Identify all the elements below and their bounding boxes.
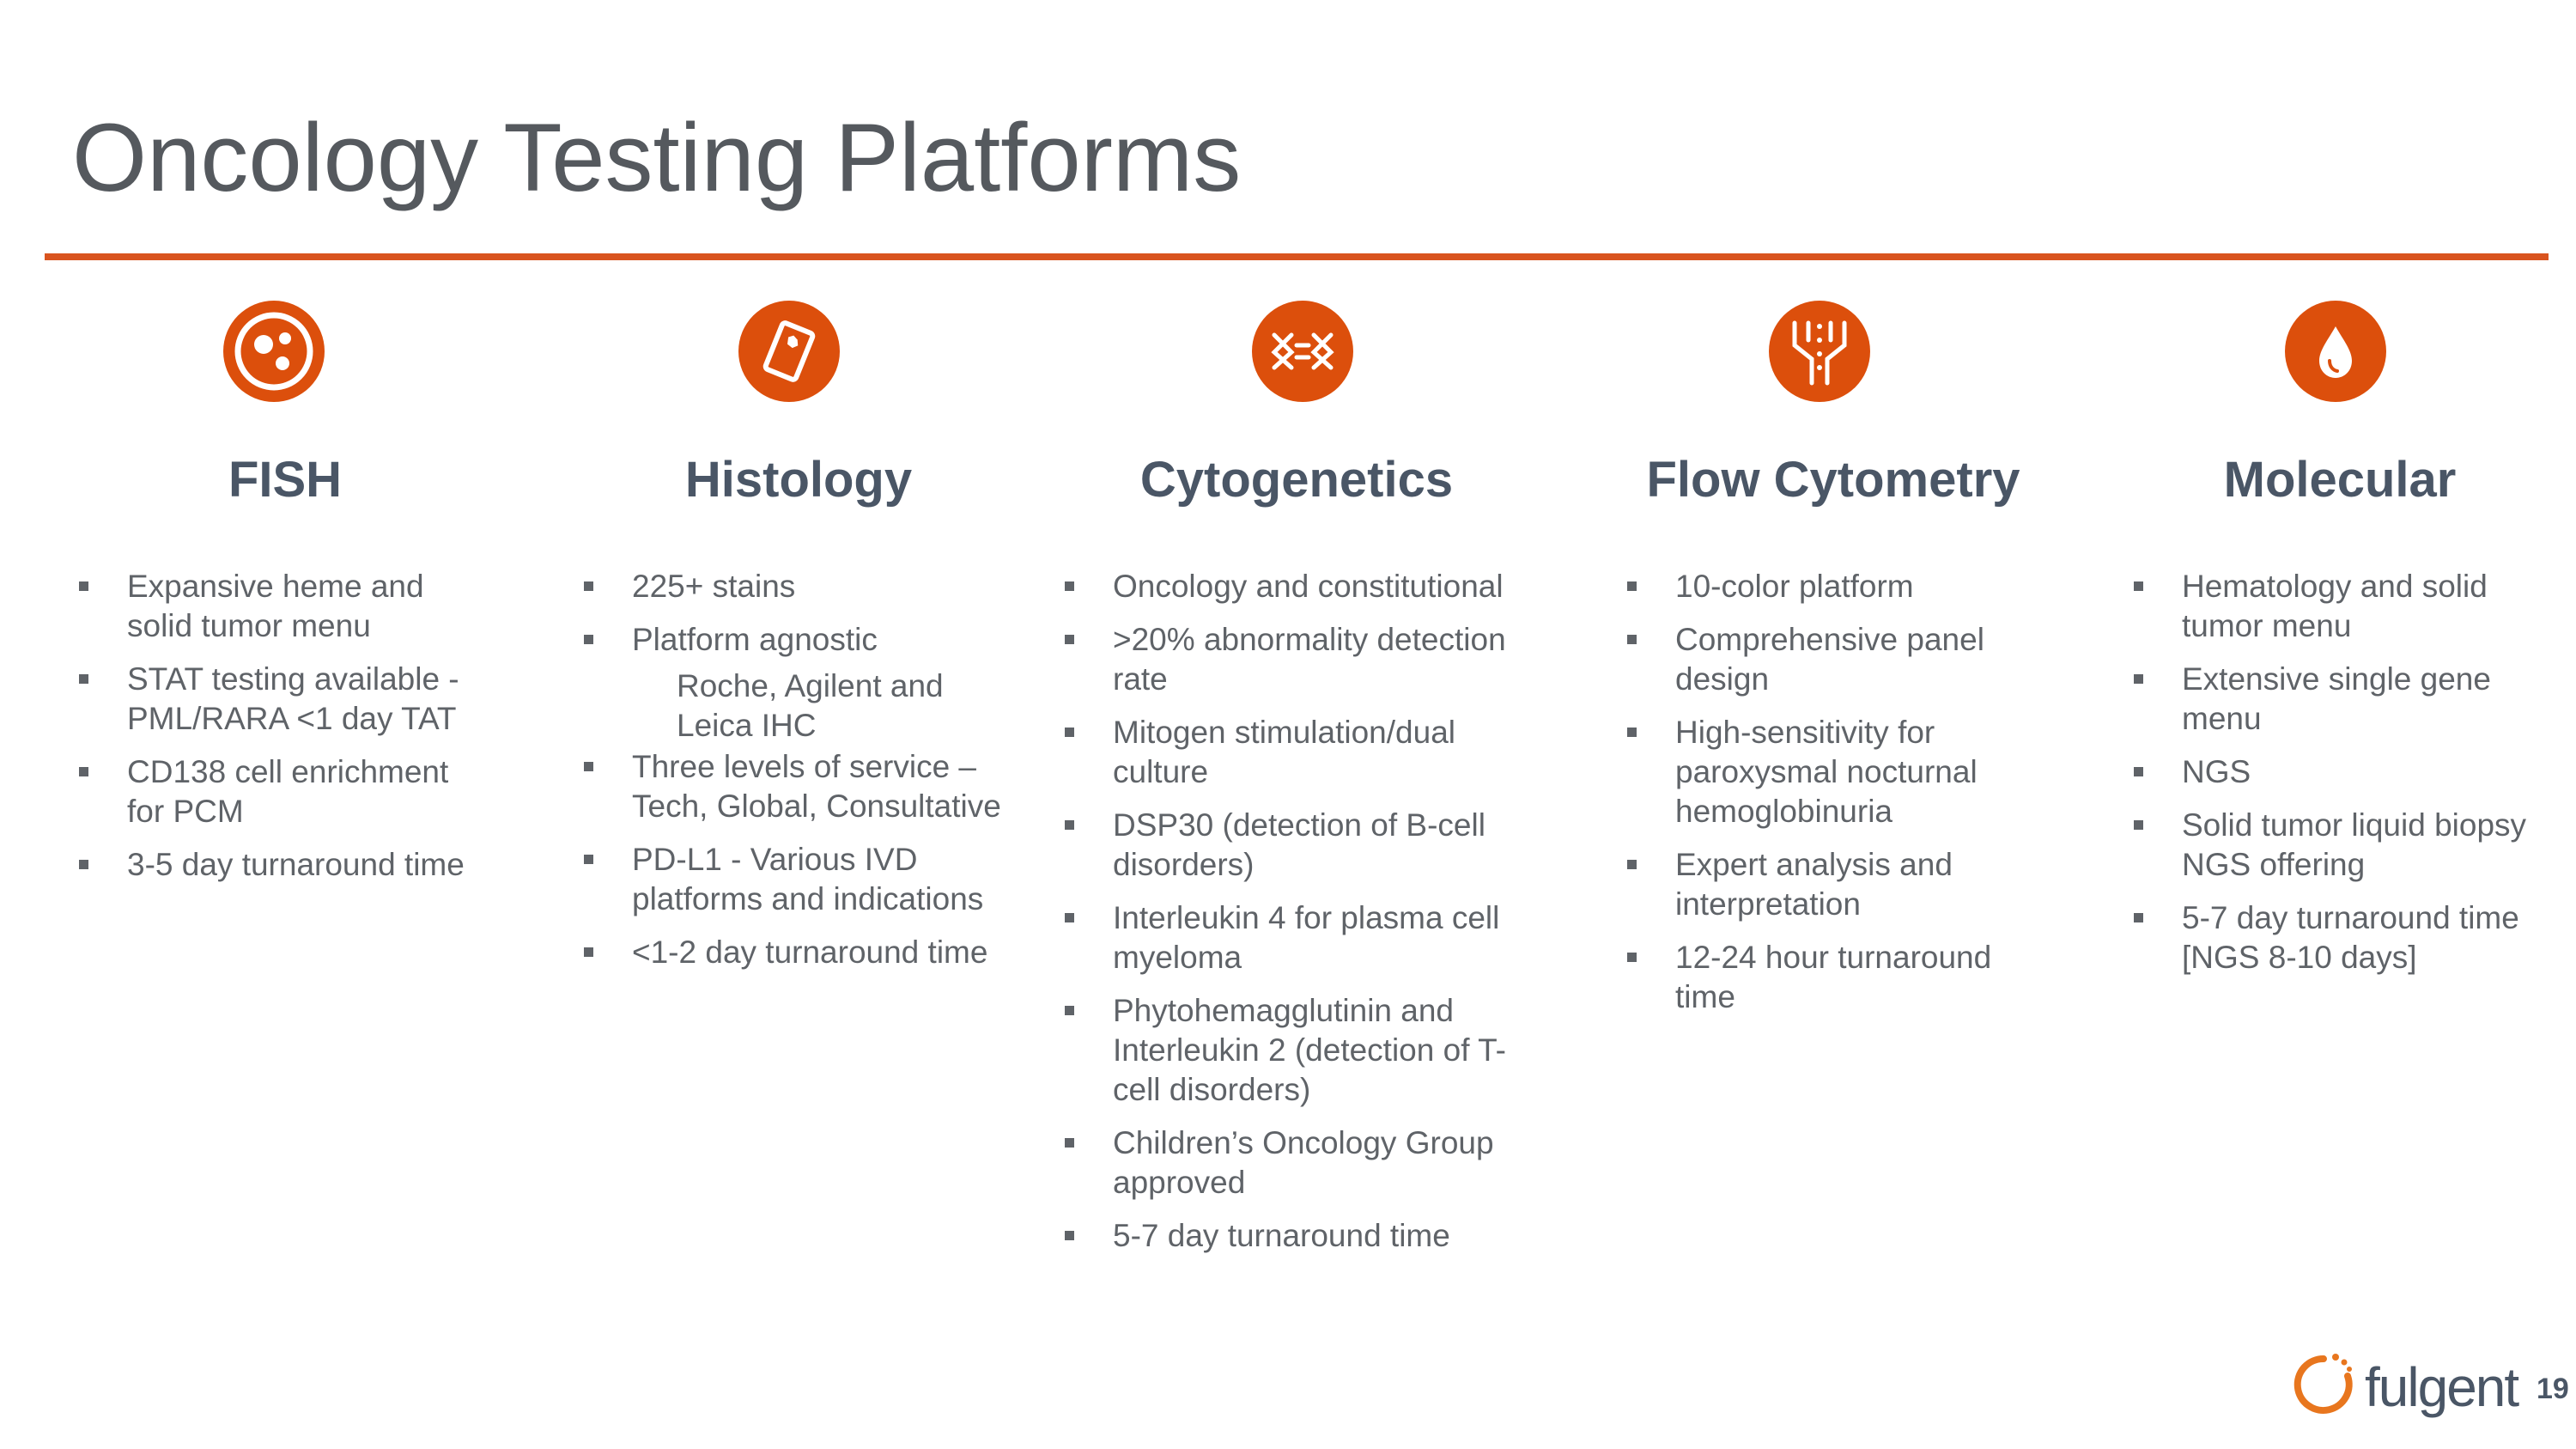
bullet-marker [584,635,593,644]
chromosome-icon [1252,301,1353,402]
list-item: DSP30 (detection of B-cell disorders) [1065,806,1528,885]
bullet-marker [1065,1138,1074,1148]
droplet-icon [2285,301,2386,402]
list-item: Expansive heme and solid tumor menu [79,567,491,646]
list-item: Expert analysis and interpretation [1627,845,2039,924]
list-item: Interleukin 4 for plasma cell myeloma [1065,898,1528,977]
page-number: 19 [2537,1373,2569,1405]
bullet-marker [79,674,88,684]
bullet-marker [2134,913,2143,922]
bullet-marker [2134,820,2143,830]
list-item: 225+ stains [584,567,1013,606]
bullet-marker [584,855,593,864]
list-item: <1-2 day turnaround time [584,933,1013,972]
column-title-histology: Histology [684,452,913,508]
bullet-marker [2134,674,2143,684]
list-item: Oncology and constitutional [1065,567,1528,606]
fulgent-logo: fulgent [2289,1347,2519,1424]
slide-title: Oncology Testing Platforms [72,104,1242,211]
slide-icon [738,301,840,402]
bullet-marker [1065,728,1074,737]
list-item: High-sensitivity for paroxysmal nocturna… [1627,713,2039,831]
bullet-marker [1627,728,1637,737]
column-title-fish: FISH [228,452,343,508]
bullet-marker [584,762,593,771]
bullet-list-fish: Expansive heme and solid tumor menu STAT… [79,567,491,898]
bullet-marker [1065,635,1074,644]
bullet-marker [1065,913,1074,922]
logo-ring-icon [2293,1354,2353,1414]
list-item: NGS [2134,752,2546,792]
flow-channels-icon [1769,301,1870,402]
list-item: CD138 cell enrichment for PCM [79,752,491,831]
bullet-marker [1065,1231,1074,1240]
bullet-marker [1065,581,1074,591]
list-item: Solid tumor liquid biopsy NGS offering [2134,806,2546,885]
bullet-marker [1065,1006,1074,1015]
bullet-marker [1627,953,1637,962]
bullet-marker [1627,581,1637,591]
bullet-marker [1627,635,1637,644]
column-title-cytogenetics: Cytogenetics [1139,452,1454,508]
list-item: 5-7 day turnaround time [NGS 8-10 days] [2134,898,2546,977]
bullet-marker [2134,581,2143,591]
sub-list-item: Roche, Agilent and Leica IHC [677,668,944,743]
list-item: 10-color platform [1627,567,2039,606]
logo-wordmark: fulgent [2365,1356,2519,1418]
list-item: Extensive single gene menu [2134,660,2546,739]
bullet-marker [1627,860,1637,869]
bullet-list-flow-cytometry: 10-color platform Comprehensive panel de… [1627,567,2039,1031]
list-item: Three levels of service – Tech, Global, … [584,747,1013,826]
list-item: 3-5 day turnaround time [79,845,491,885]
bullet-marker [79,581,88,591]
list-item: PD-L1 - Various IVD platforms and indica… [584,840,1013,919]
bullet-marker [584,581,593,591]
list-item: Mitogen stimulation/dual culture [1065,713,1528,792]
list-item: Hematology and solid tumor menu [2134,567,2546,646]
bullet-list-molecular: Hematology and solid tumor menu Extensiv… [2134,567,2546,991]
cell-icon [223,301,325,402]
list-item: Children’s Oncology Group approved [1065,1123,1528,1202]
bullet-marker [584,947,593,957]
bullet-list-histology: 225+ stains Platform agnostic Roche, Agi… [584,567,1013,986]
bullet-list-cytogenetics: Oncology and constitutional >20% abnorma… [1065,567,1528,1269]
list-item: Platform agnostic [584,620,1013,660]
bullet-marker [79,767,88,776]
bullet-marker [79,860,88,869]
list-item: Comprehensive panel design [1627,620,2039,699]
bullet-marker [1065,820,1074,830]
list-item: >20% abnormality detection rate [1065,620,1528,699]
list-item: Phytohemagglutinin and Interleukin 2 (de… [1065,991,1528,1110]
title-divider [45,253,2549,260]
bullet-marker [2134,767,2143,776]
list-item: 5-7 day turnaround time [1065,1216,1528,1256]
column-title-flow-cytometry: Flow Cytometry [1646,452,2020,508]
list-item: 12-24 hour turnaround time [1627,938,2039,1017]
list-item: STAT testing available - PML/RARA <1 day… [79,660,491,739]
column-title-molecular: Molecular [2223,452,2457,508]
